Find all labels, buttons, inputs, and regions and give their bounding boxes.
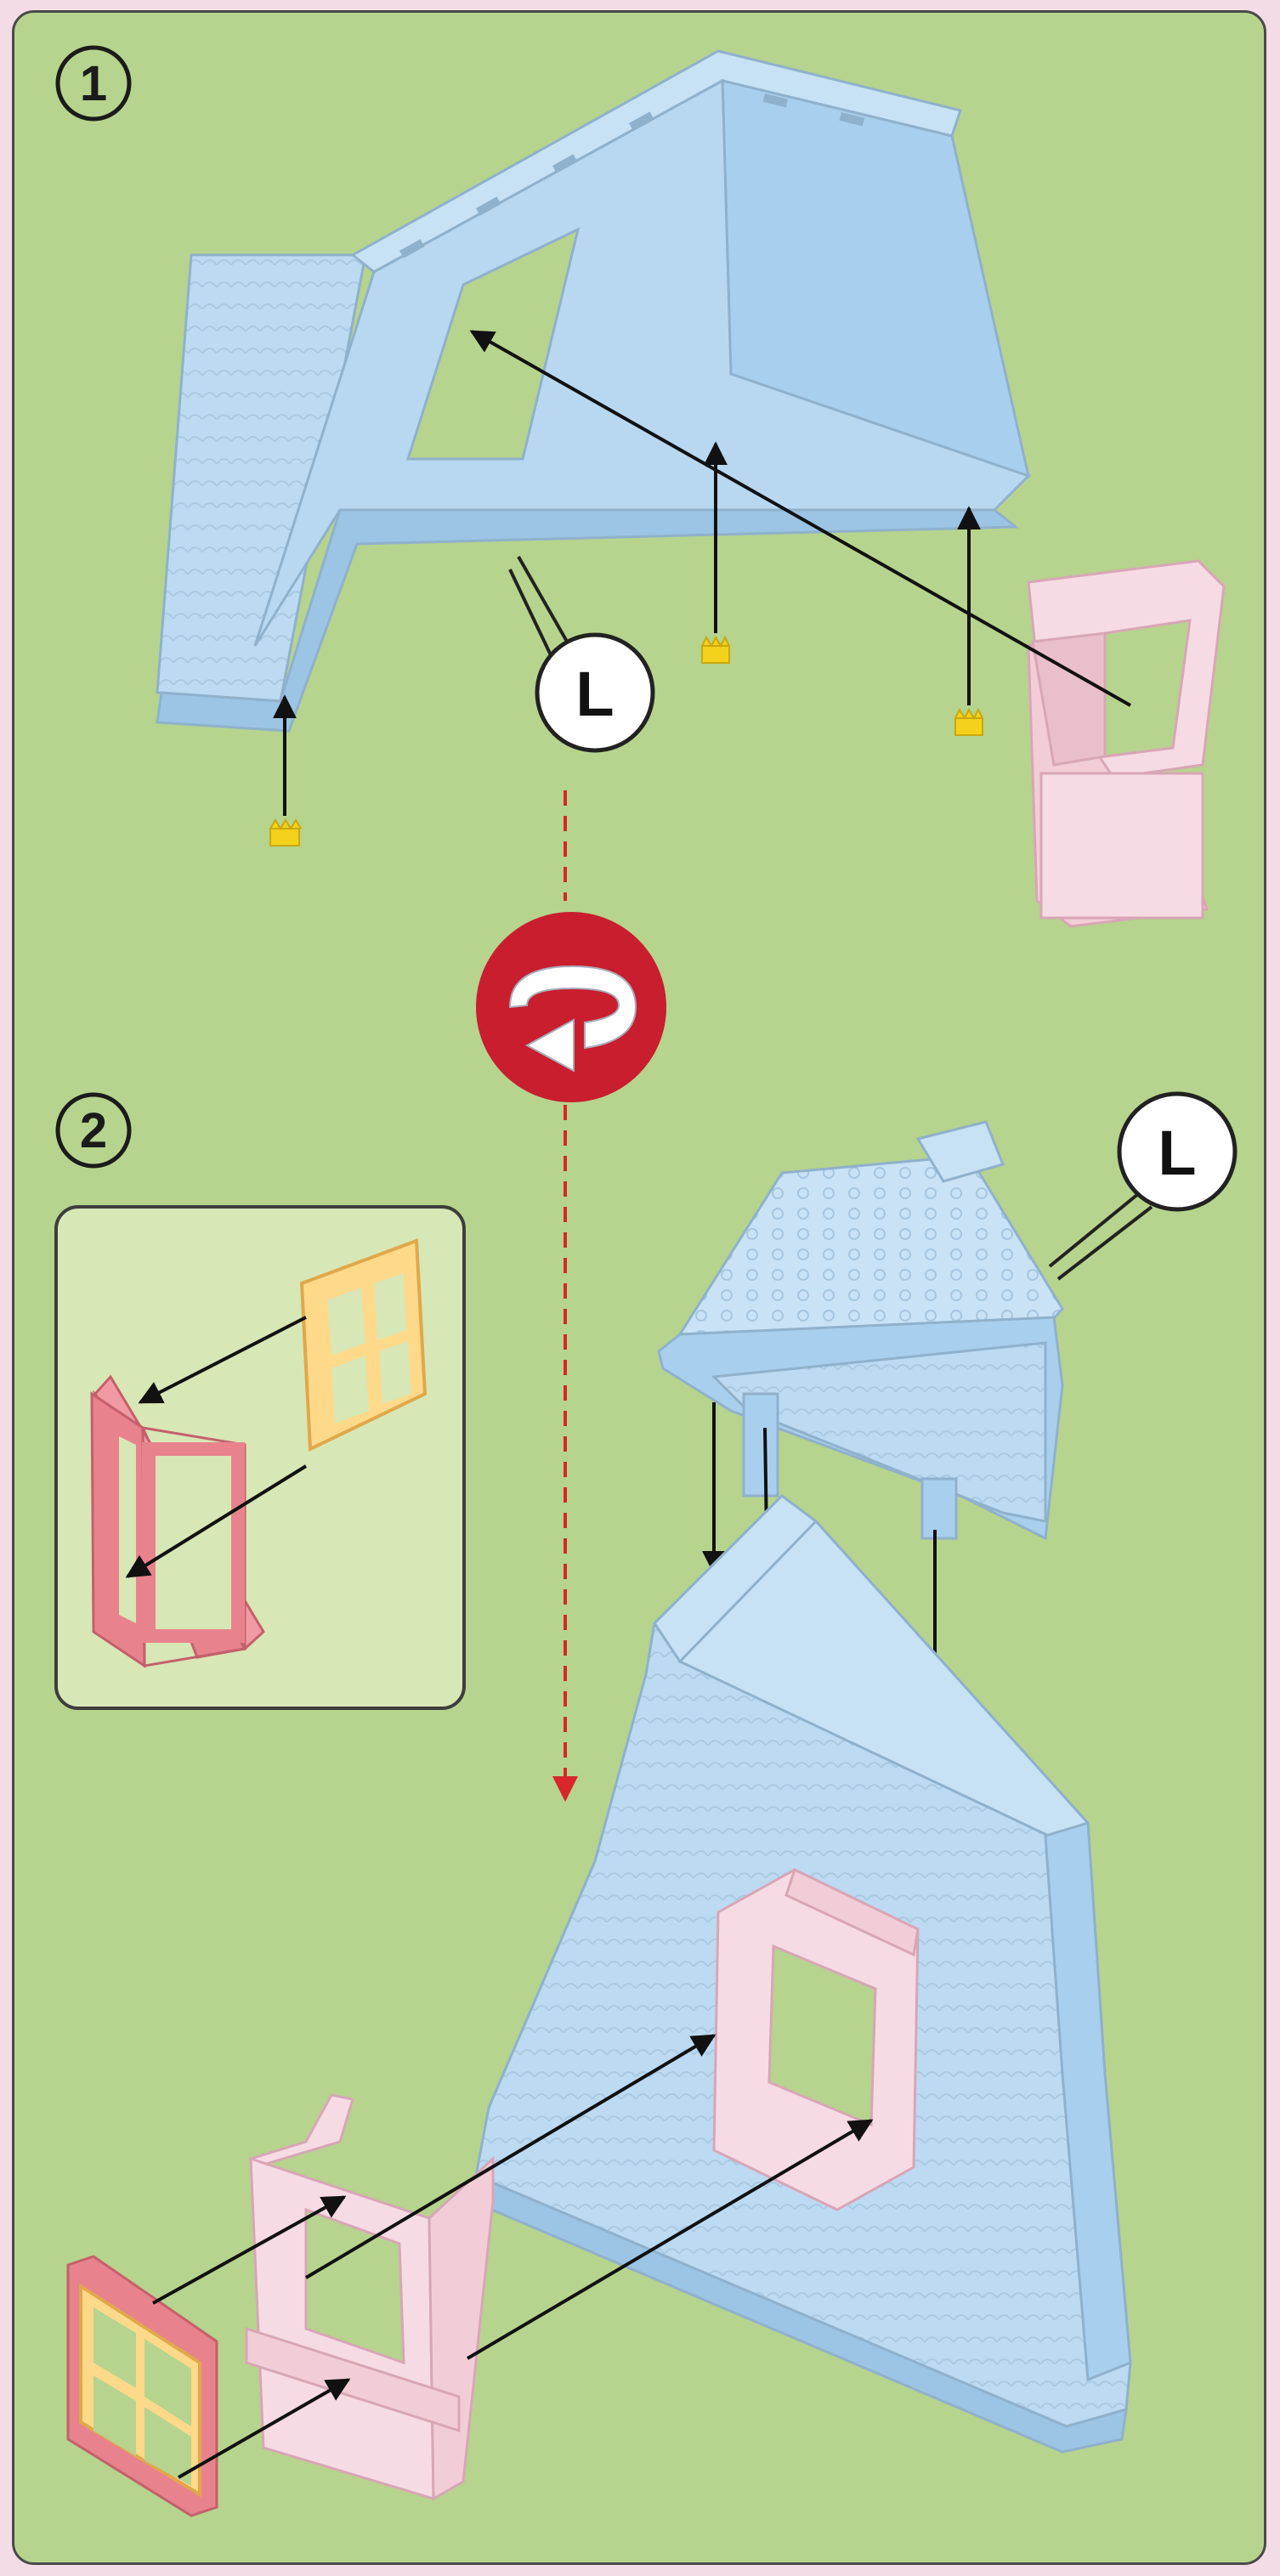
step-2-badge: 2	[58, 1095, 129, 1166]
window-piece	[68, 2256, 217, 2516]
part-callout-l-2: L	[1050, 1094, 1235, 1279]
step-2-number: 2	[80, 1103, 107, 1158]
dormer-frame-step-1	[1028, 561, 1224, 926]
roof-wall-piece	[472, 1496, 1130, 2452]
step-1-badge: 1	[58, 48, 129, 119]
roof-piece-top	[157, 51, 1028, 731]
dormer-frame-step-2	[246, 2095, 493, 2499]
part-callout-l-1: L	[510, 557, 653, 750]
roof-cap-piece	[659, 1122, 1062, 1538]
step-1: 1	[58, 48, 1224, 926]
step-1-number: 1	[80, 56, 107, 111]
rotate-icon	[476, 912, 666, 1102]
turn-over-indicator	[476, 790, 666, 1802]
part-letter-l-2: L	[1158, 1118, 1196, 1188]
part-letter-l-1: L	[575, 659, 614, 729]
window-inset	[56, 1207, 464, 1708]
clip-right	[955, 508, 983, 735]
step-2: 2 L	[56, 1094, 1235, 2516]
